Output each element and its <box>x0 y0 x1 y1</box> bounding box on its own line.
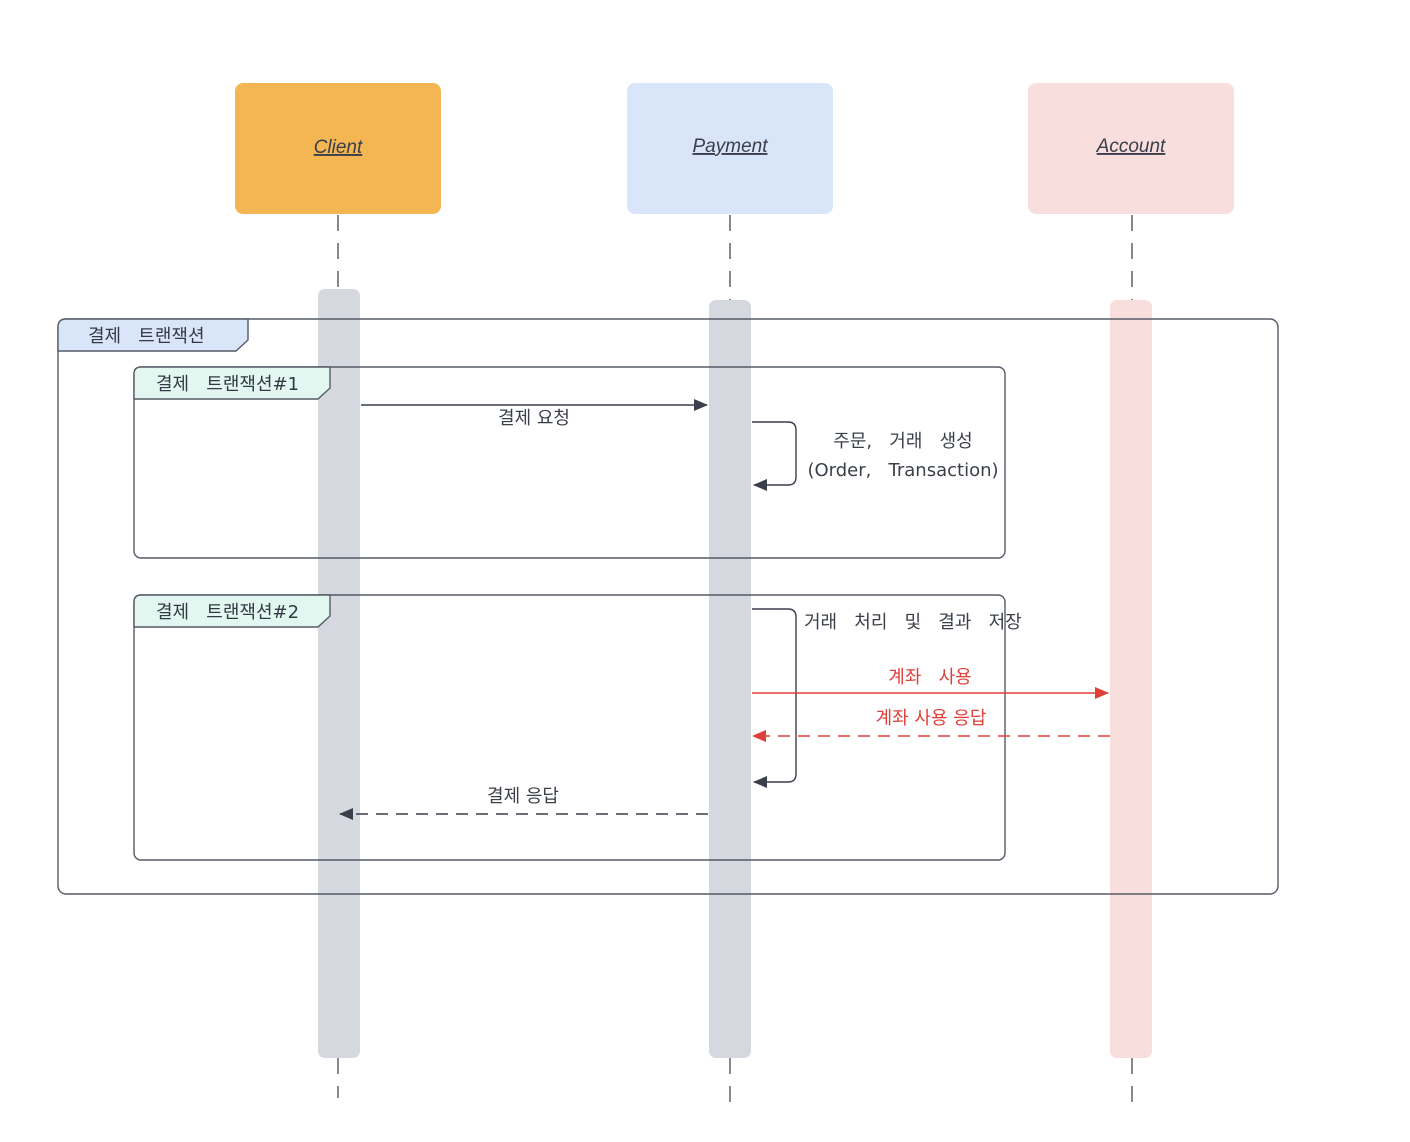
message-payment-request: 결제 요청 <box>361 399 708 429</box>
message-label: 결제 응답 <box>487 786 559 807</box>
participant-payment: Payment <box>627 83 833 214</box>
message-process-and-save: 거래 처리 및 결과 저장 <box>752 608 1022 788</box>
frame-tab <box>57 318 249 352</box>
frame-label: 결제 트랜잭션#2 <box>156 602 299 623</box>
participant-label: Account <box>1096 136 1166 157</box>
message-create-order: 주문, 거래 생성 (Order, Transaction) <box>752 421 999 491</box>
payment-activation-bar <box>709 300 751 1058</box>
message-label-line2: (Order, Transaction) <box>807 460 998 481</box>
frame-border <box>133 594 1006 861</box>
account-activation-bar <box>1110 300 1152 1058</box>
message-label: 결제 요청 <box>498 408 570 429</box>
message-payment-response: 결제 응답 <box>339 786 708 820</box>
frame-transaction-2: 결제 트랜잭션#2 <box>133 594 1006 861</box>
participant-box <box>627 83 833 214</box>
participant-box <box>235 83 441 214</box>
self-message-arrow <box>752 608 797 788</box>
lifelines <box>337 215 1133 1108</box>
frame-label: 결제 트랜잭션#1 <box>156 374 299 395</box>
frame-transaction-1: 결제 트랜잭션#1 <box>133 366 1006 559</box>
self-message-arrow <box>752 421 797 491</box>
participant-account: Account <box>1028 83 1234 214</box>
participant-client: Client <box>235 83 441 214</box>
frame-border <box>133 366 1006 559</box>
participant-box <box>1028 83 1234 214</box>
participant-label: Payment <box>693 136 769 157</box>
participant-label: Client <box>314 137 363 158</box>
frame-tab <box>133 366 331 400</box>
message-label: 계좌 사용 응답 <box>876 708 987 729</box>
frame-outer-transaction: 결제 트랜잭션 <box>57 318 1279 895</box>
message-account-use: 계좌 사용 <box>752 667 1109 699</box>
message-label: 계좌 사용 <box>888 667 971 688</box>
message-account-use-response: 계좌 사용 응답 <box>752 708 1110 742</box>
message-label-line1: 주문, 거래 생성 <box>833 431 972 452</box>
message-label: 거래 처리 및 결과 저장 <box>804 612 1022 633</box>
client-activation-bar <box>318 289 360 1058</box>
frame-label: 결제 트랜잭션 <box>88 326 205 347</box>
frame-tab <box>133 594 331 628</box>
frame-border <box>57 318 1279 895</box>
